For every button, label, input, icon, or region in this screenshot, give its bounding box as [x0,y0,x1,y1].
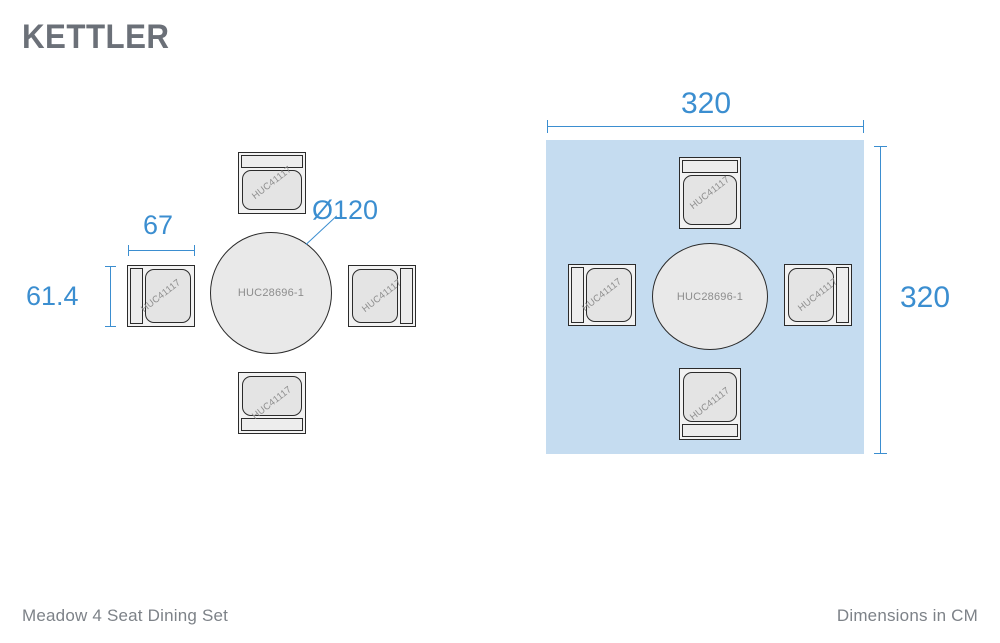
chair-top-left-view: HUC41117 [238,152,306,214]
chair-backrest [241,155,303,168]
chair-depth-cap-top [105,266,116,267]
chair-seat [788,268,834,322]
chair-seat [683,372,737,422]
chair-backrest [130,268,143,324]
chair-backrest [682,424,738,437]
chair-depth-dimension-line [110,266,111,326]
footprint-width-value: 320 [681,87,732,120]
chair-seat [352,269,398,323]
chair-width-value: 67 [143,210,174,240]
chair-width-cap-left [128,245,129,256]
chair-depth-cap-bottom [105,326,116,327]
table-code-label: HUC28696-1 [676,290,744,303]
chair-seat [242,376,302,416]
chair-right-right-view: HUC41117 [784,264,852,326]
chair-width-cap-right [194,245,195,256]
footprint-height-cap-top [874,146,887,147]
units-footer: Dimensions in CM [836,606,978,625]
footprint-height-cap-bottom [874,453,887,454]
chair-seat [586,268,632,322]
table-diameter-value: Ø120 [312,195,379,225]
chair-right-left-view: HUC41117 [348,265,416,327]
table-code-label: HUC28696-1 [237,287,305,299]
dining-table-right-view: HUC28696-1 [652,243,768,350]
product-name-footer: Meadow 4 Seat Dining Set [22,606,229,625]
chair-seat [145,269,191,323]
footprint-height-dimension-line [880,146,881,453]
chair-width-dimension-line [128,250,194,251]
chair-top-right-view: HUC41117 [679,157,741,229]
chair-left-left-view: HUC41117 [127,265,195,327]
footprint-height-value: 320 [900,281,951,314]
chair-bottom-left-view: HUC41117 [238,372,306,434]
footprint-width-cap-right [863,120,864,133]
chair-backrest [400,268,413,324]
kettler-logo: KETTLER [22,18,170,56]
chair-backrest [241,418,303,431]
chair-left-right-view: HUC41117 [568,264,636,326]
chair-bottom-right-view: HUC41117 [679,368,741,440]
chair-backrest [571,267,584,323]
footprint-width-dimension-line [547,126,863,127]
footprint-width-cap-left [547,120,548,133]
chair-seat [242,170,302,210]
dining-table-left-view: HUC28696-1 [210,232,332,354]
chair-backrest [836,267,849,323]
chair-seat [683,175,737,225]
chair-depth-value: 61.4 [26,281,79,311]
chair-backrest [682,160,738,173]
